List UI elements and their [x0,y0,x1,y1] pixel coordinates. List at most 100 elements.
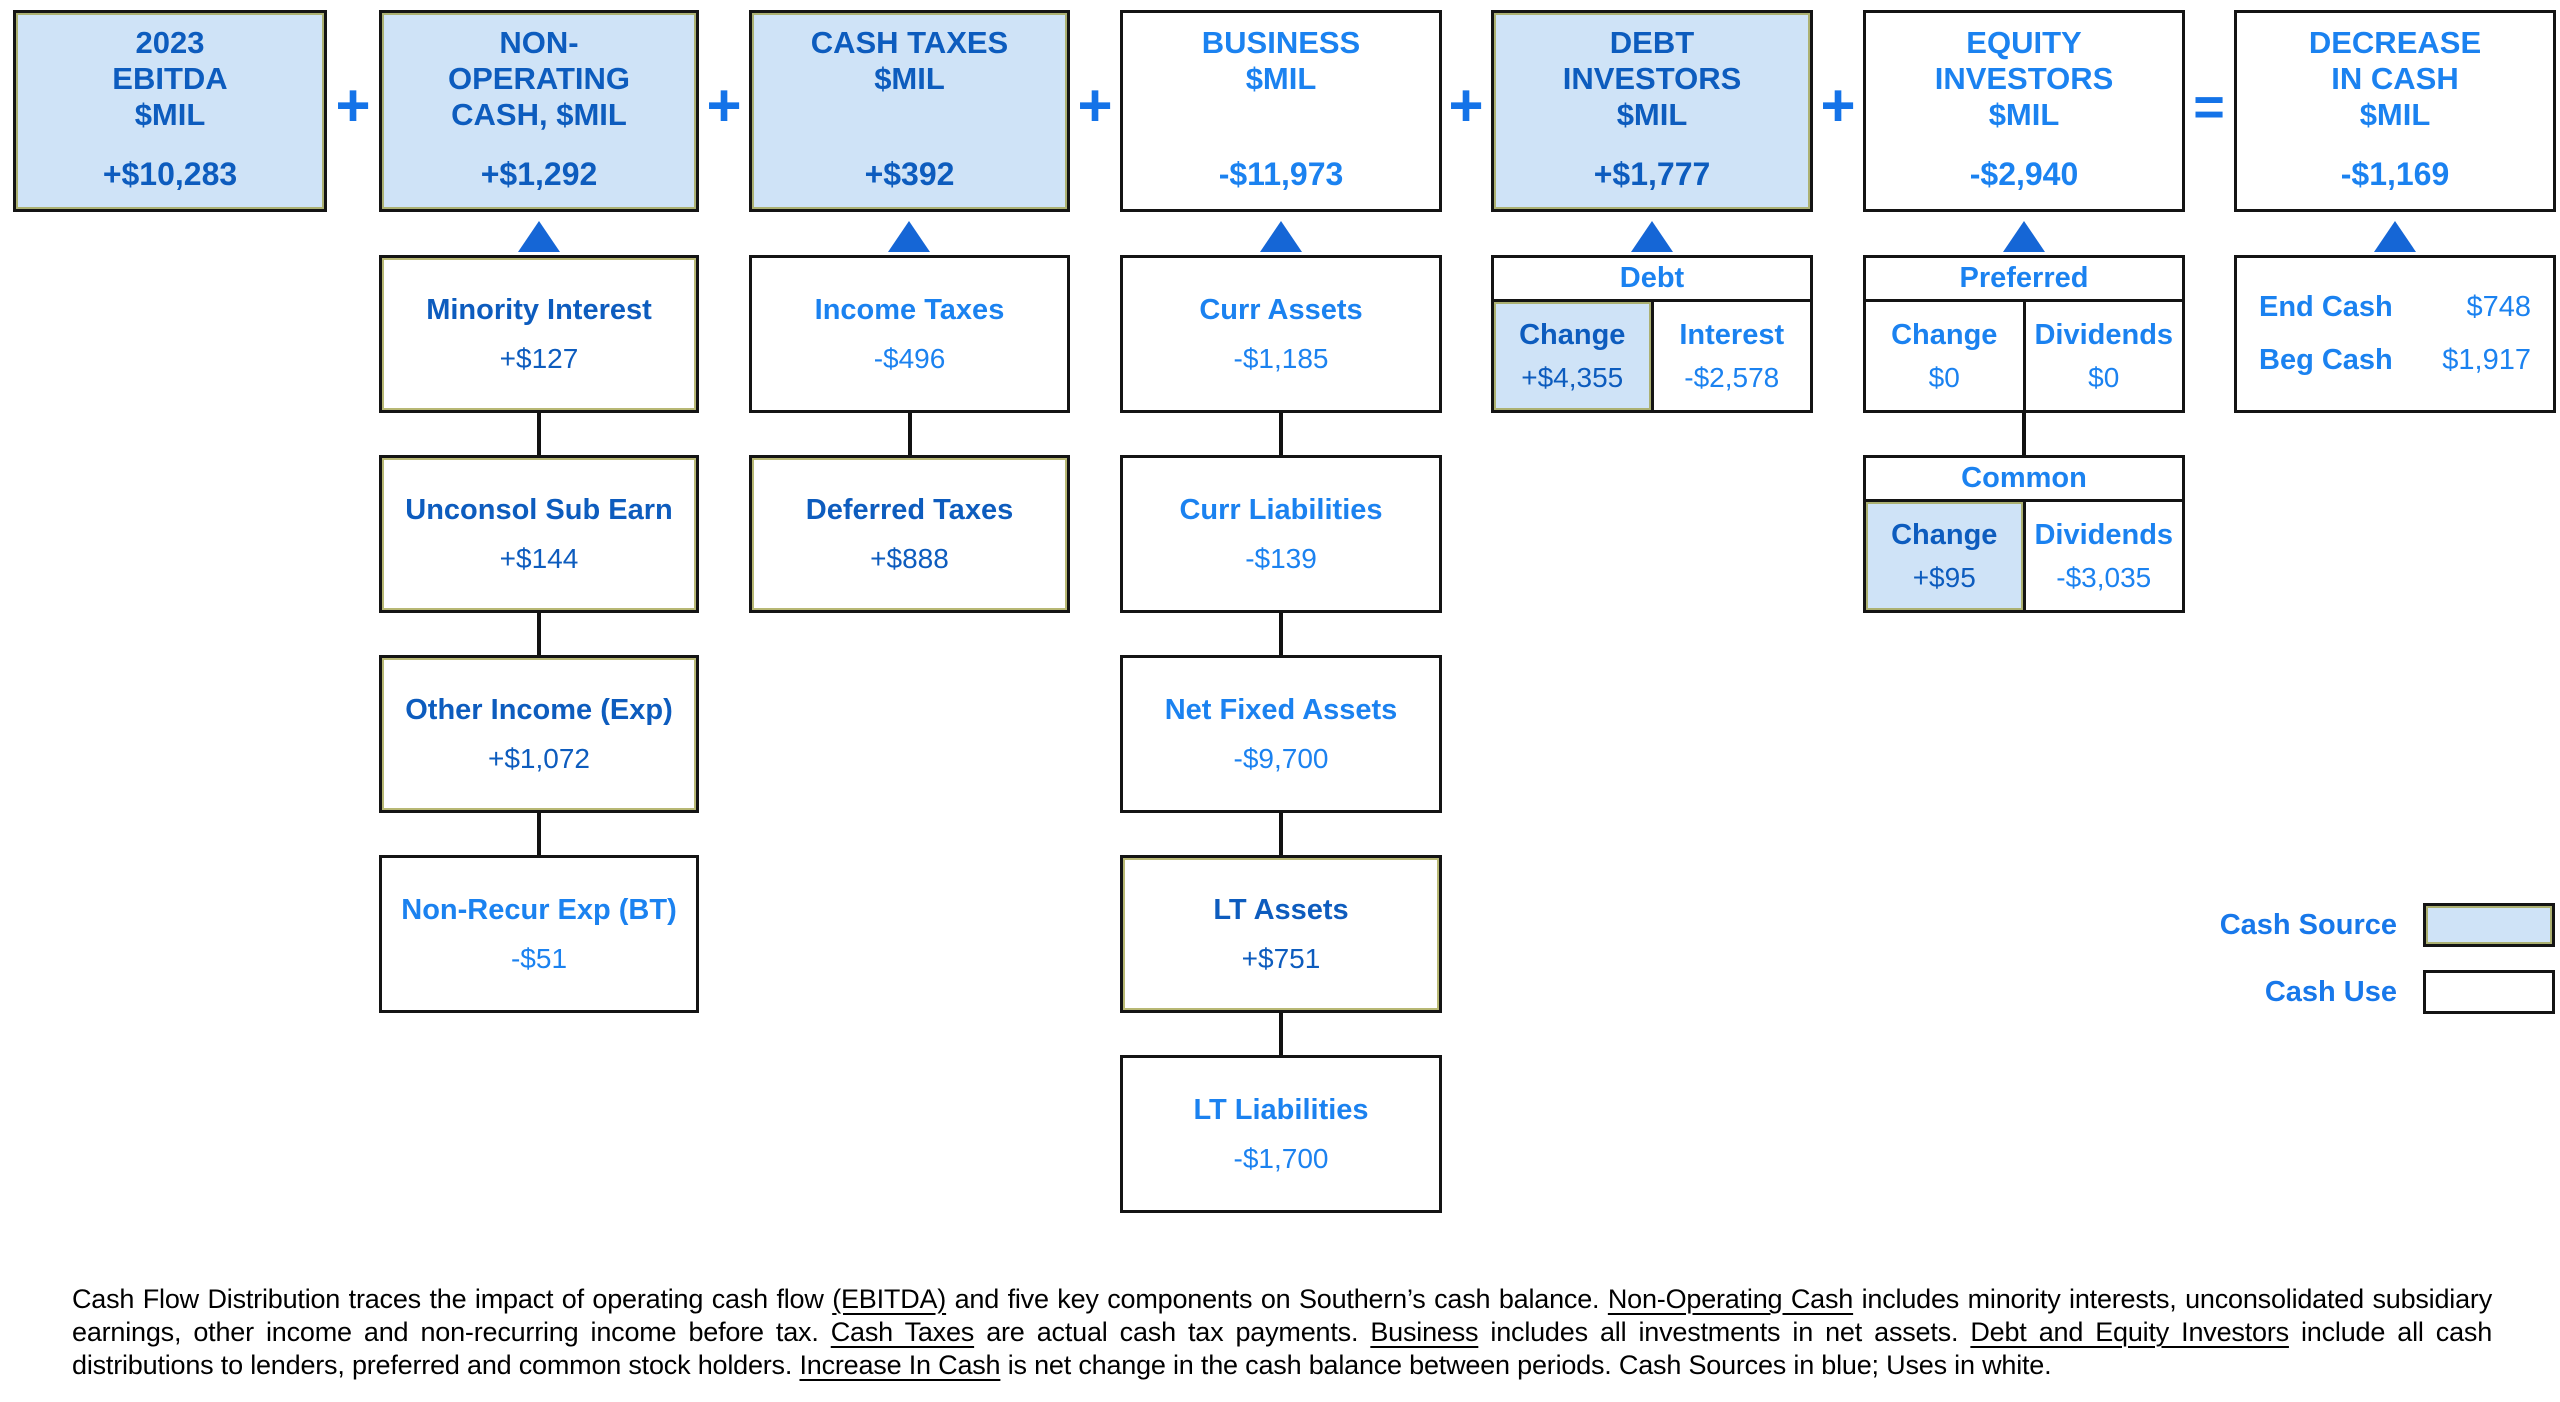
connector-line [1279,813,1283,855]
up-arrow-icon [518,221,560,252]
legend-cash-use: Cash Use [2265,970,2555,1014]
common-dividends-cell: Dividends -$3,035 [2022,502,2182,610]
connector-line [537,613,541,655]
preferred-dividends-label: Dividends [2034,318,2174,351]
cash-balance-box: End Cash $748 Beg Cash $1,917 [2234,255,2556,413]
box-curr-assets: Curr Assets -$1,185 [1120,255,1442,413]
beg-cash-label: Beg Cash [2259,344,2393,376]
box-decrease-in-cash-value: -$1,169 [2340,156,2450,192]
footnote-segment: include all cash distributions to lender… [72,1317,2493,1380]
legend-cash-use-label: Cash Use [2264,975,2397,1008]
footnote-segment: includes all investments in net assets. [1478,1317,1971,1347]
footnote-segment-underlined: Cash Taxes [830,1317,975,1347]
box-deferred-taxes-value: +$888 [870,542,949,574]
beg-cash-row: Beg Cash $1,917 [2259,344,2531,377]
box-equity-investors-title: EQUITY INVESTORS $MIL [1934,25,2114,132]
box-ebitda: 2023 EBITDA $MIL +$10,283 [13,10,327,212]
footnote-segment: Cash Flow Distribution traces the impact… [72,1284,833,1314]
preferred-change-label: Change [1891,318,1998,351]
preferred-change-cell: Change $0 [1866,302,2023,410]
box-debt-investors-value: +$1,777 [1593,156,1711,192]
footnote-segment-underlined: Non-Operating Cash [1607,1284,1854,1314]
connector-line [1279,413,1283,455]
box-decrease-in-cash: DECREASE IN CASH $MIL -$1,169 [2234,10,2556,212]
non-operating-cash-column: Minority Interest +$127 Unconsol Sub Ear… [379,255,699,1013]
box-unconsol-sub-earn: Unconsol Sub Earn +$144 [379,455,699,613]
plus-operator-5: + [1820,72,1856,139]
preferred-dividends-value: $0 [2088,361,2120,393]
box-lt-liabilities: LT Liabilities -$1,700 [1120,1055,1442,1213]
common-change-value: +$95 [1912,561,1976,593]
box-ebitda-value: +$10,283 [102,156,238,192]
plus-operator-1: + [335,72,371,139]
box-debt-investors: DEBT INVESTORS $MIL +$1,777 [1491,10,1813,212]
footnote-segment-underlined: Increase In Cash [799,1350,1001,1380]
footnote-segment: and five key components on Southern’s ca… [946,1284,1608,1314]
plus-operator-3: + [1077,72,1113,139]
cash-source-swatch-icon [2423,903,2555,947]
preferred-change-value: $0 [1928,361,1960,393]
box-ebitda-title: 2023 EBITDA $MIL [112,25,228,132]
footnote-segment-underlined: (EBITDA) [832,1284,947,1314]
common-change-label: Change [1891,518,1998,551]
box-curr-liabilities: Curr Liabilities -$139 [1120,455,1442,613]
footnote-segment-underlined: Business [1370,1317,1479,1347]
box-other-income-label: Other Income (Exp) [405,693,673,726]
box-minority-interest: Minority Interest +$127 [379,255,699,413]
box-deferred-taxes: Deferred Taxes +$888 [749,455,1070,613]
preferred-table-header: Preferred [1866,258,2182,302]
footnote-segment-underlined: Debt and Equity Investors [1970,1317,2289,1347]
box-curr-assets-label: Curr Assets [1199,293,1363,326]
box-business-value: -$11,973 [1218,156,1344,192]
common-table-cells: Change +$95 Dividends -$3,035 [1866,502,2182,610]
box-net-fixed-assets-label: Net Fixed Assets [1164,693,1398,726]
box-deferred-taxes-label: Deferred Taxes [805,493,1014,526]
box-curr-liabilities-label: Curr Liabilities [1179,493,1383,526]
equity-investors-column: Preferred Change $0 Dividends $0 Common … [1863,255,2185,613]
box-non-recur-exp: Non-Recur Exp (BT) -$51 [379,855,699,1013]
connector-line [537,413,541,455]
end-cash-row: End Cash $748 [2259,291,2531,324]
box-decrease-in-cash-title: DECREASE IN CASH $MIL [2308,25,2482,132]
debt-change-value: +$4,355 [1521,361,1624,393]
plus-operator-2: + [706,72,742,139]
common-dividends-label: Dividends [2034,518,2174,551]
footnote-paragraph: Cash Flow Distribution traces the impact… [72,1283,2492,1382]
box-income-taxes-label: Income Taxes [814,293,1005,326]
debt-investors-column: Debt Change +$4,355 Interest -$2,578 [1491,255,1813,413]
cash-taxes-column: Income Taxes -$496 Deferred Taxes +$888 [749,255,1070,613]
debt-table-header: Debt [1494,258,1810,302]
equals-operator: = [2193,77,2225,137]
preferred-table-cells: Change $0 Dividends $0 [1866,302,2182,410]
preferred-dividends-cell: Dividends $0 [2022,302,2182,410]
common-dividends-value: -$3,035 [2056,561,2152,593]
box-unconsol-sub-earn-value: +$144 [499,542,579,574]
footnote-segment: includes minority interests, unconsolida… [72,1284,2493,1347]
up-arrow-icon [888,221,930,252]
box-income-taxes: Income Taxes -$496 [749,255,1070,413]
box-other-income-value: +$1,072 [488,742,590,774]
box-income-taxes-value: -$496 [873,342,946,374]
box-equity-investors: EQUITY INVESTORS $MIL -$2,940 [1863,10,2185,212]
box-net-fixed-assets-value: -$9,700 [1233,742,1329,774]
up-arrow-icon [1631,221,1673,252]
box-minority-interest-label: Minority Interest [426,293,652,326]
box-minority-interest-value: +$127 [499,342,579,374]
box-cash-taxes-value: +$392 [864,156,955,192]
debt-change-cell: Change +$4,355 [1494,302,1651,410]
box-non-operating-cash: NON- OPERATING CASH, $MIL +$1,292 [379,10,699,212]
box-debt-investors-title: DEBT INVESTORS $MIL [1562,25,1742,132]
common-change-cell: Change +$95 [1866,502,2023,610]
box-business-title: BUSINESS $MIL [1201,25,1361,96]
debt-table: Debt Change +$4,355 Interest -$2,578 [1491,255,1813,413]
box-curr-liabilities-value: -$139 [1245,542,1317,574]
box-non-recur-exp-label: Non-Recur Exp (BT) [401,893,677,926]
end-cash-label: End Cash [2259,291,2393,323]
connector-line [1279,613,1283,655]
box-other-income: Other Income (Exp) +$1,072 [379,655,699,813]
preferred-table: Preferred Change $0 Dividends $0 [1863,255,2185,413]
box-lt-liabilities-value: -$1,700 [1233,1142,1329,1174]
common-table: Common Change +$95 Dividends -$3,035 [1863,455,2185,613]
up-arrow-icon [2374,221,2416,252]
